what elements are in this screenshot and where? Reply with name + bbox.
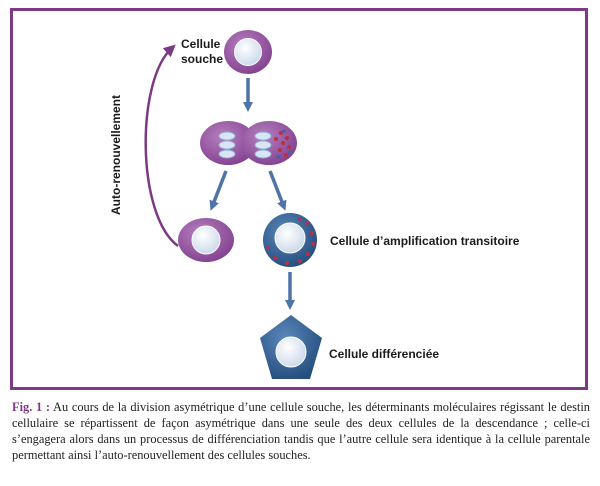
stem-cell-label-line1: Cellule (181, 37, 221, 51)
caption-text: Au cours de la division asymétrique d’un… (12, 400, 591, 462)
daughter-stem-cell (178, 218, 234, 262)
amplification-label: Cellule d’amplification transitoire (330, 234, 520, 248)
figure-caption: Fig. 1 :Au cours de la division asymétri… (12, 399, 590, 463)
cell-division-diagram: Auto-renouvellement Cellule souche (109, 30, 520, 379)
stem-cell-label-line2: souche (181, 52, 223, 66)
dividing-cell (200, 121, 297, 165)
self-renewal-label: Auto-renouvellement (109, 95, 123, 215)
arrow-to-daughter-left (209, 170, 228, 211)
caption-lead: Fig. 1 : (12, 400, 50, 414)
differentiated-cell (260, 315, 322, 379)
amplification-cell (263, 213, 317, 267)
arrow-to-daughter-right (268, 170, 287, 211)
differentiated-label: Cellule différenciée (329, 347, 439, 361)
stem-cell (224, 30, 272, 74)
self-renewal-arrow (144, 44, 179, 248)
